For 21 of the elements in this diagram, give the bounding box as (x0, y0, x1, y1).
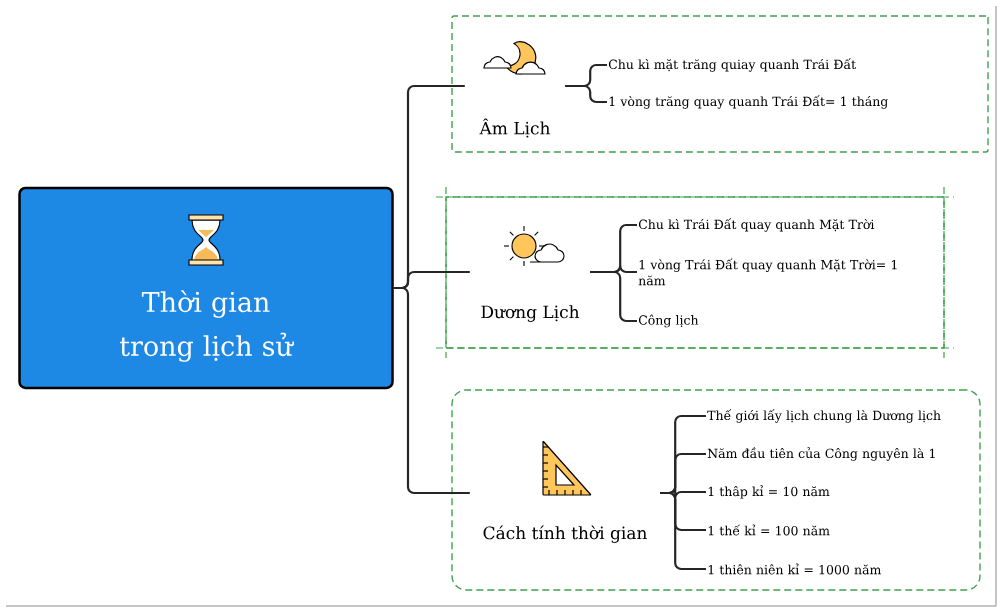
root-box: Thời gian trong lịch sử (18, 186, 394, 390)
connector (565, 84, 607, 104)
dashed-frame (451, 15, 989, 153)
dashed-frame (435, 186, 955, 359)
topic-label: Dương Lịch (481, 305, 580, 322)
connector (660, 491, 706, 571)
item-text: 1 thế kỉ = 100 năm (708, 524, 830, 536)
topic-label: Cách tính thời gian (483, 525, 647, 543)
item-text: Thế giới lấy lịch chung là Dương lịch (707, 409, 941, 423)
item-text: 1 vòng Trái Đất quay quanh Mặt Trời= 1 năm (638, 258, 897, 286)
item-text: 1 thiên niên kỉ = 1000 năm (708, 563, 881, 575)
connector (393, 286, 470, 495)
item-text: Chu kì mặt trăng quiay quanh Trái Đất (608, 58, 856, 72)
item-text: 1 vòng trăng quay quanh Trái Đất= 1 tháng (609, 95, 888, 109)
item-text: 1 thâp kỉ = 10 năm (708, 485, 830, 499)
item-text: Chu kì Trái Đất quay quanh Mặt Trời (638, 218, 875, 232)
topic-label: Âm Lịch (479, 118, 550, 138)
connector (590, 270, 637, 323)
item-text: Năm đầu tiên của Công nguyên là 1 (707, 447, 935, 461)
item-text: Công lịch (638, 314, 699, 328)
dashed-frame (451, 389, 981, 591)
